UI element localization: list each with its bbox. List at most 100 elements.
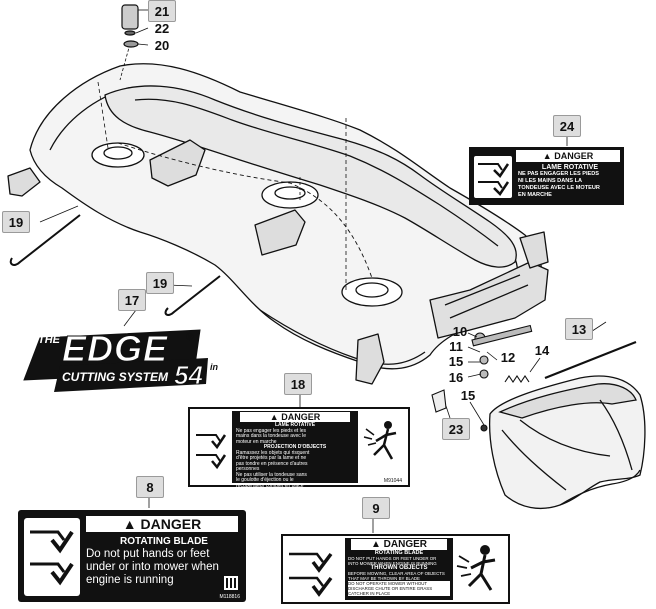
decal-8-t1: Do not put hands or feet (86, 548, 210, 560)
callout-17: 17 (118, 289, 146, 311)
decal-18-t3: moteur en marche (236, 438, 277, 445)
spindle-right (341, 277, 403, 307)
decal-9-t6: DISCHARGE CHUTE OR ENTIRE GRASS (348, 586, 450, 591)
shield-ridge (134, 98, 499, 247)
decal-9: ▲ DANGER ROTATING BLADE DO NOT PUT HANDS… (281, 534, 510, 604)
callout-14: 14 (534, 342, 550, 358)
decal-9-t1: DO NOT PUT HANDS OR FEET UNDER OR (348, 556, 437, 561)
callout-19-center: 19 (146, 272, 174, 294)
callout-12: 12 (500, 349, 516, 365)
decal-8: ▲ DANGER ROTATING BLADE Do not put hands… (18, 510, 246, 602)
decal-18-t1: Ne pas engager les pieds et les (236, 427, 307, 434)
chute-rod (544, 340, 637, 380)
callout-10: 10 (452, 323, 468, 339)
decal-18-t4: Ramassez les objets qui risquent (236, 449, 310, 456)
idler-arm-2 (254, 209, 306, 256)
spindle-cap-assembly (121, 4, 139, 48)
callout-11: 11 (449, 338, 463, 354)
warning-triangle-icon-18: ▲ (269, 412, 282, 422)
decal-18-t9: le goulotte d'éjection ou le (236, 477, 294, 483)
decal-9-t7: CATCHER IN PLACE (348, 591, 450, 596)
logo-subtitle: CUTTING SYSTEM (62, 370, 169, 384)
decal-24-text: LAME ROTATIVE NE PAS ENGAGER LES PIEDS N… (518, 164, 622, 199)
rear-bracket (519, 231, 549, 269)
decal-18-t6: pas tondre en présence d'autres (236, 460, 308, 467)
decal-8-header-box: ▲ DANGER (86, 516, 238, 532)
decal-8-t2: under or into mower when (86, 561, 219, 573)
edge-logo: THE EDGE ® CUTTING SYSTEM 54 in (24, 328, 224, 398)
decal-24-line4: TONDEUSE AVEC LE MOTEUR (518, 185, 600, 191)
decal-8-sub: ROTATING BLADE (120, 536, 208, 547)
decal-9-header: DANGER (383, 539, 428, 550)
decal-24-line5: EN MARCHE (518, 192, 552, 198)
decal-9-t5: DO NOT OPERATE MOWER WITHOUT (348, 581, 450, 586)
decal-9-thrown-object-pictogram (455, 540, 507, 600)
callout-9: 9 (362, 497, 390, 519)
warning-triangle-icon: ▲ (542, 151, 555, 161)
discharge-opening (429, 261, 549, 339)
decal-24-header-box: ▲ DANGER (516, 150, 620, 162)
decal-9-sub2: THROWN OBJECTS (370, 565, 428, 571)
decal-9-t2: INTO MOWER WHEN ENGINE IS RUNNING (348, 561, 437, 566)
decal-24: ▲ DANGER LAME ROTATIVE NE PAS ENGAGER LE… (469, 147, 624, 205)
callout-21: 21 (148, 0, 176, 22)
deck-front-rim (259, 309, 426, 365)
logo-inch: in (210, 362, 218, 372)
decal-18-t10: récupérateur complet en place (236, 482, 304, 489)
callout-15-bottom: 15 (460, 387, 476, 403)
callout-15-top: 15 (448, 353, 464, 369)
callout-22: 22 (154, 20, 170, 36)
decal-24-pictogram (474, 156, 512, 198)
height-rod-center (164, 275, 221, 316)
decal-18-header-box: ▲ DANGER (240, 412, 350, 422)
decal-9-text: ROTATING BLADE DO NOT PUT HANDS OR FEET … (345, 550, 453, 596)
decal-24-header: DANGER (554, 151, 594, 161)
logo-edge: EDGE (61, 328, 169, 370)
decal-18-t5: d'être projetés par la lame et ne (236, 455, 307, 461)
decal-8-pictogram (24, 518, 80, 596)
front-bracket-left (7, 167, 41, 197)
callout-13: 13 (565, 318, 593, 340)
chute-pivot-rod (471, 324, 533, 347)
decal-9-pictogram (287, 544, 343, 598)
decal-9-center: ▲ DANGER ROTATING BLADE DO NOT PUT HANDS… (345, 538, 453, 600)
callout-20: 20 (154, 37, 170, 53)
decal-24-line2: NE PAS ENGAGER LES PIEDS (518, 171, 600, 177)
spindle-center (261, 181, 319, 209)
logo-the: THE (38, 334, 60, 346)
idler-arm (149, 139, 206, 187)
callout-18: 18 (284, 373, 312, 395)
decal-8-t3: engine is running (86, 574, 174, 586)
decal-18: ▲ DANGER LAME ROTATIVE Ne pas engager le… (188, 407, 410, 488)
logo-registered: ® (186, 332, 194, 343)
torsion-spring (504, 375, 530, 383)
decal-18-t8: Ne pas utiliser la tondeuse sans (236, 471, 307, 478)
callout-16: 16 (448, 369, 464, 385)
decal-18-header: DANGER (281, 412, 321, 422)
decal-9-header-box: ▲ DANGER (351, 539, 447, 550)
callout-19-left: 19 (2, 211, 30, 233)
decal-24-line1: LAME ROTATIVE (541, 164, 599, 171)
decal-18-pictogram (194, 423, 230, 473)
decal-8-header: DANGER (140, 516, 202, 532)
decal-18-sub1: LAME ROTATIVE (274, 422, 316, 428)
decal-18-center: ▲ DANGER LAME ROTATIVE Ne pas engager le… (232, 411, 358, 488)
decal-18-t7: personnes (236, 466, 260, 472)
decal-18-t2: mains dans la tondeuse avec le (236, 433, 307, 439)
decal-18-sub2: PROJECTION D'OBJECTS (263, 444, 327, 450)
decal-24-line3: NI LES MAINS DANS LA (518, 178, 583, 184)
decal-18-text: LAME ROTATIVE Ne pas engager les pieds e… (232, 422, 358, 489)
decal-8-code: M118816 (219, 594, 240, 600)
callout-23: 23 (442, 418, 470, 440)
logo-size: 54 (174, 360, 204, 391)
belt-path (117, 142, 373, 279)
front-bracket-right (355, 333, 385, 385)
belt-shield (104, 85, 517, 268)
decal-18-code: M91044 (383, 478, 402, 484)
decal-9-sub1: ROTATING BLADE (374, 550, 424, 556)
height-rod-left (9, 214, 81, 266)
edge-logo-graphic (23, 329, 208, 392)
callout-8: 8 (136, 476, 164, 498)
warning-triangle-icon-9: ▲ (370, 539, 384, 550)
